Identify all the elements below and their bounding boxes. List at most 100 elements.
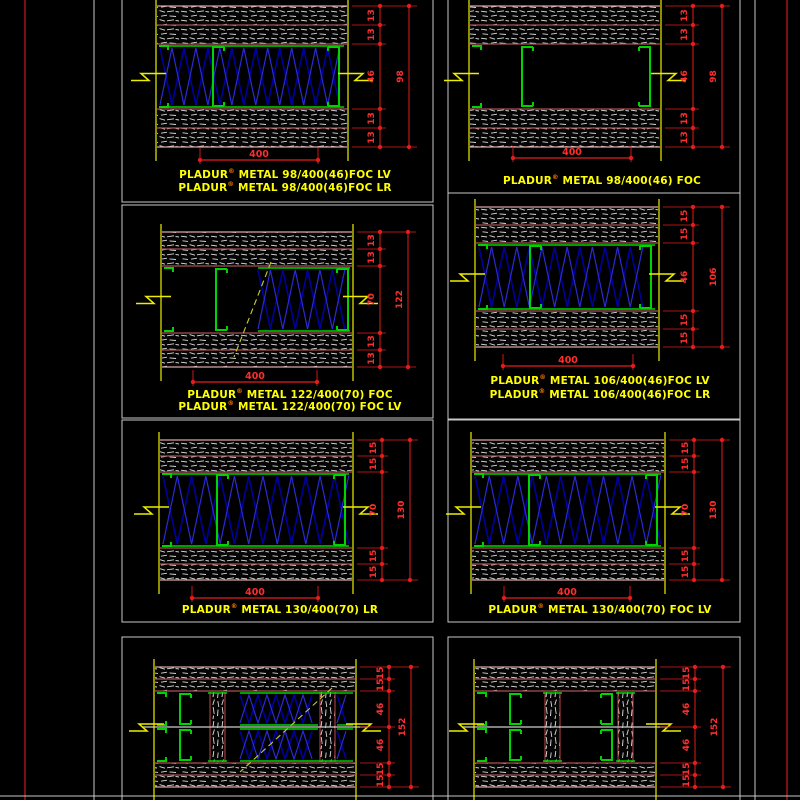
dim-seg-label: 15 (681, 566, 691, 579)
insulation-zigzag (239, 693, 313, 725)
stud-cut-mark-icon (157, 728, 167, 762)
dim-dot (690, 344, 696, 350)
board-layer (475, 763, 655, 775)
board-layer (472, 440, 664, 456)
dim-dot (379, 469, 385, 475)
dim-seg-label: 15 (682, 667, 692, 680)
dim-dot (377, 364, 383, 370)
dim-dot (691, 437, 697, 443)
dim-total-label: 152 (710, 718, 720, 737)
metal-stud-icon (645, 474, 658, 546)
dim-seg-label: 15 (680, 210, 690, 223)
dim-dot (377, 347, 383, 353)
dashed-diagonal-line (233, 261, 272, 358)
dim-dot (405, 229, 411, 235)
dim-seg-label: 15 (376, 667, 386, 680)
stud-cut-mark-icon (474, 473, 484, 547)
dim-dot (692, 688, 698, 694)
dim-dot (691, 545, 697, 551)
dim-seg-label: 13 (680, 28, 690, 41)
insulation-zigzag (336, 730, 347, 760)
dim-dot (377, 246, 383, 252)
detail-label: PLADUR® METAL 130/400(70) LR (182, 602, 378, 616)
dim-dot (377, 229, 383, 235)
dim-seg-label: 13 (367, 9, 377, 22)
dim-bottom-label: 400 (557, 587, 577, 598)
dim-dot (690, 240, 696, 246)
board-layer (155, 775, 355, 787)
dim-dot (377, 330, 383, 336)
dim-dot (692, 664, 698, 670)
board-layer (475, 679, 655, 691)
dim-seg-label: 46 (680, 271, 690, 284)
insulation-zigzag (239, 729, 313, 761)
dim-dot (377, 144, 383, 150)
detail-label: PLADUR® METAL 98/400(46)FOC LV (179, 167, 392, 181)
dim-total-label: 130 (709, 501, 719, 520)
viewport-frame (447, 192, 741, 420)
dim-dot (691, 469, 697, 475)
board-layer (155, 679, 355, 691)
board-layer (470, 6, 660, 25)
dim-seg-label: 15 (376, 763, 386, 776)
dim-dot (501, 595, 507, 601)
dim-seg-label: 15 (376, 679, 386, 692)
board-layer (470, 128, 660, 147)
metal-stud-icon (327, 46, 340, 107)
dim-seg-label: 46 (376, 739, 386, 752)
dim-seg-label: 46 (682, 739, 692, 752)
dim-dot (406, 144, 412, 150)
break-symbol-icon (651, 72, 686, 82)
break-symbol-icon (129, 723, 164, 732)
dim-total-label: 106 (709, 268, 719, 287)
board-layer (162, 350, 352, 367)
break-symbol-icon (450, 273, 485, 282)
detail-label: PLADUR® METAL 122/400(70) FOC (187, 387, 393, 401)
dim-total-label: 98 (396, 70, 406, 83)
dim-seg-label: 15 (680, 228, 690, 241)
metal-stud-icon (216, 474, 229, 546)
dim-seg-label: 46 (367, 70, 377, 83)
metal-stud-icon (215, 268, 228, 331)
dim-bottom-label: 400 (245, 587, 265, 598)
dim-seg-label: 13 (367, 352, 377, 365)
dim-seg-label: 15 (369, 550, 379, 563)
dim-seg-label: 15 (681, 458, 691, 471)
metal-stud-icon (336, 268, 349, 331)
board-layer (162, 249, 352, 266)
dim-seg-label: 13 (367, 335, 377, 348)
dim-seg-label: 13 (680, 131, 690, 144)
dim-dot (692, 772, 698, 778)
dim-dot (690, 125, 696, 131)
metal-stud-icon (333, 474, 346, 546)
board-layer (157, 25, 347, 44)
dim-seg-label: 70 (681, 504, 691, 517)
break-symbol-icon (449, 723, 484, 732)
board-layer (472, 564, 664, 580)
dim-dot (692, 760, 698, 766)
viewport-frame (121, 204, 434, 419)
stud-cut-mark-icon (159, 45, 169, 108)
dim-seg-label: 15 (681, 550, 691, 563)
dim-dot (377, 106, 383, 112)
dim-seg-label: 15 (369, 458, 379, 471)
dim-dot (386, 676, 392, 682)
dim-dot (407, 437, 413, 443)
dim-total-label: 152 (398, 718, 408, 737)
dim-dot (720, 784, 726, 790)
dim-dot (690, 204, 696, 210)
dim-dot (377, 125, 383, 131)
break-symbol-icon (343, 295, 378, 305)
break-symbol-icon (338, 72, 373, 82)
dim-dot (377, 22, 383, 28)
viewport-frame (447, 419, 741, 623)
dim-dot (407, 577, 413, 583)
dim-dot (386, 664, 392, 670)
dim-seg-label: 13 (367, 234, 377, 247)
dim-seg-label: 13 (680, 112, 690, 125)
